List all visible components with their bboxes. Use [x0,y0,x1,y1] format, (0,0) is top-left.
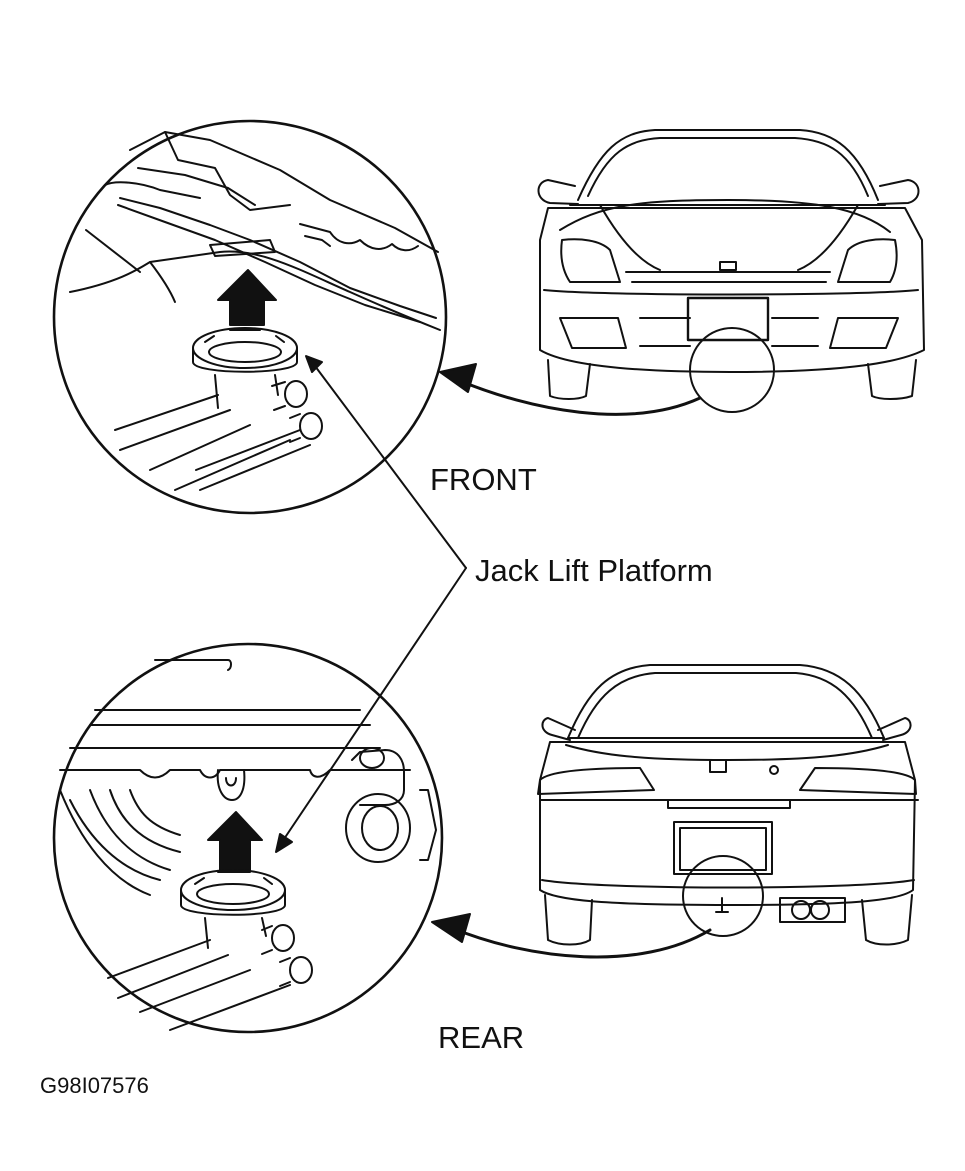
rear-car-view [432,665,918,957]
figure-code: G98I07576 [40,1073,149,1098]
front-detail-view [54,121,446,513]
rear-label: REAR [438,1020,525,1055]
callout-leader-lines [276,356,466,852]
jack-lift-platform-label: Jack Lift Platform [475,553,713,588]
front-car-view [440,130,924,414]
rear-detail-view [54,644,442,1032]
front-label: FRONT [430,462,537,497]
